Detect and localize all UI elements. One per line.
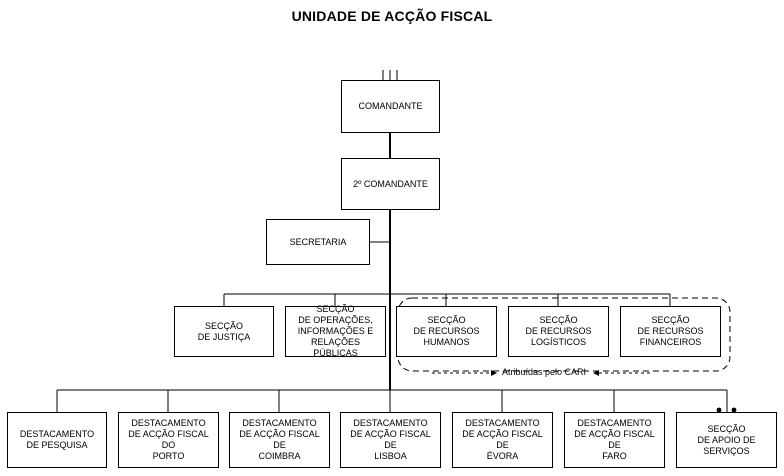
destacamento-faro-box: DESTACAMENTO DE ACÇÃO FISCAL DE FARO <box>564 412 665 468</box>
destacamento-coimbra-box: DESTACAMENTO DE ACÇÃO FISCAL DE COIMBRA <box>229 412 330 468</box>
seccao-recursos-financeiros-label: SECÇÃO DE RECURSOS FINANCEIROS <box>637 315 704 347</box>
segundo-comandante-label: 2º COMANDANTE <box>353 178 428 189</box>
secretaria-box: SECRETARIA <box>266 219 370 265</box>
seccao-apoio-servicos-box: SECÇÃO DE APOIO DE SERVIÇOS <box>676 412 777 468</box>
destacamento-pesquisa-box: DESTACAMENTO DE PESQUISA <box>7 412 107 468</box>
destacamento-coimbra-label: DESTACAMENTO DE ACÇÃO FISCAL DE COIMBRA <box>239 418 320 461</box>
comandante-box: COMANDANTE <box>341 80 440 133</box>
cari-annotation: Atribuídas pelo CARI <box>502 367 587 377</box>
destacamento-porto-box: DESTACAMENTO DE ACÇÃO FISCAL DO PORTO <box>118 412 219 468</box>
seccao-recursos-logisticos-box: SECÇÃO DE RECURSOS LOGÍSTICOS <box>508 306 609 357</box>
seccao-recursos-financeiros-box: SECÇÃO DE RECURSOS FINANCEIROS <box>620 306 721 357</box>
dot-marker <box>716 407 722 413</box>
destacamento-pesquisa-label: DESTACAMENTO DE PESQUISA <box>19 429 95 450</box>
seccao-operacoes-label: SECÇÃO DE OPERAÇÕES, INFORMAÇÕES E RELAÇ… <box>297 304 374 358</box>
destacamento-porto-label: DESTACAMENTO DE ACÇÃO FISCAL DO PORTO <box>128 418 209 461</box>
destacamento-lisboa-box: DESTACAMENTO DE ACÇÃO FISCAL DE LISBOA <box>340 412 441 468</box>
secretaria-label: SECRETARIA <box>289 236 347 247</box>
seccao-recursos-logisticos-label: SECÇÃO DE RECURSOS LOGÍSTICOS <box>525 315 592 347</box>
seccao-recursos-humanos-label: SECÇÃO DE RECURSOS HUMANOS <box>413 315 480 347</box>
seccao-justica-label: SECÇÃO DE JUSTIÇA <box>197 320 251 342</box>
chart-title: UNIDADE DE ACÇÃO FISCAL <box>291 8 493 24</box>
segundo-comandante-box: 2º COMANDANTE <box>341 158 440 210</box>
destacamento-evora-box: DESTACAMENTO DE ACÇÃO FISCAL DE ÉVORA <box>452 412 553 468</box>
seccao-justica-box: SECÇÃO DE JUSTIÇA <box>174 306 274 357</box>
seccao-operacoes-box: SECÇÃO DE OPERAÇÕES, INFORMAÇÕES E RELAÇ… <box>285 304 386 358</box>
dot-marker <box>731 407 737 413</box>
destacamento-faro-label: DESTACAMENTO DE ACÇÃO FISCAL DE FARO <box>574 418 655 461</box>
destacamento-lisboa-label: DESTACAMENTO DE ACÇÃO FISCAL DE LISBOA <box>350 418 431 461</box>
seccao-apoio-servicos-label: SECÇÃO DE APOIO DE SERVIÇOS <box>697 423 756 456</box>
comandante-label: COMANDANTE <box>358 101 423 111</box>
destacamento-evora-label: DESTACAMENTO DE ACÇÃO FISCAL DE ÉVORA <box>462 418 543 461</box>
seccao-recursos-humanos-box: SECÇÃO DE RECURSOS HUMANOS <box>396 306 497 357</box>
